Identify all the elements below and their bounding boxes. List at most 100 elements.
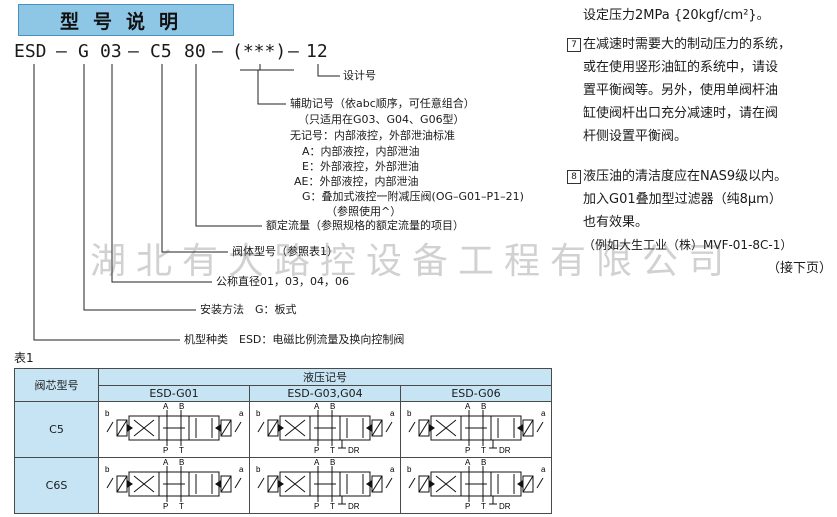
port-label-B: B [481,402,486,411]
port-label-T: T [330,502,335,510]
page-title: 型号说明 [18,4,234,36]
port-label-P: P [314,446,319,454]
port-label-T: T [179,446,184,454]
port-label-T: T [481,502,486,510]
port-label-B: B [179,458,184,467]
note-8-line: （例如大生工业（株）MVF-01-8C-1） [583,238,793,252]
port-label-a: a [390,465,395,474]
label-aux-title: 辅助记号（依abc顺序，可任意组合） [290,97,475,110]
table-row-header: C6S [14,457,99,514]
port-label-B: B [330,458,335,467]
table-col-header: ESD-G03,G04 [249,385,401,402]
port-label-DR: DR [348,446,360,454]
port-label-a: a [390,409,395,418]
note-7-line: 或在使用竖形油缸的系统中，请设 [583,60,779,75]
port-label-a: a [239,409,244,418]
label-aux-e: E：外部液控，外部泄油 [302,160,419,173]
label-aux-a: A：内部液控，内部泄油 [302,145,420,158]
label-aux-none: 无记号：内部液控，外部泄油标准 [290,129,455,142]
port-label-b: b [256,409,261,418]
note-7-line: 在减速时需要大的制动压力的系统， [583,37,792,52]
valve-symbol: b a A B P T [105,402,244,455]
port-label-P: P [163,446,168,454]
valve-symbol-cell: b a A B P T DR [400,401,552,458]
code-g: G [78,41,89,62]
table-group-header: 液压记号 [98,368,552,386]
note-8-line: 加入G01叠加型过滤器（纯8μm） [583,192,782,207]
port-label-B: B [179,402,184,411]
label-mounting: 安装方法 G：板式 [200,303,297,316]
table-row: C5 b a A B P T b a A B P T DR b a A B P T DR [14,401,552,458]
table-col-header: ESD-G06 [400,385,552,402]
table-corner-header: 阀芯型号 [14,368,99,402]
port-label-A: A [314,402,320,411]
port-label-P: P [465,502,470,510]
note-8-line: 液压油的清洁度应在NAS9级以内。 [583,169,788,184]
valve-symbol: b a A B P T [105,458,244,511]
label-aux-g-ref: （参照使用^） [326,205,402,218]
label-design-no: 设计号 [343,69,376,82]
port-label-A: A [163,402,169,411]
table-col-header: ESD-G01 [98,385,250,402]
watermark: 湖北有大路控设备工程有限公司 [90,241,735,282]
port-label-DR: DR [499,446,511,454]
code-flow: 80 [184,41,206,62]
port-label-b: b [105,409,110,418]
port-label-a: a [541,409,546,418]
code-aux: (***) [232,41,287,62]
label-aux-g: G：叠加式液控一附减压阀(OG–G01–P1–21) [302,190,524,203]
valve-symbol-cell: b a A B P T [98,457,250,514]
port-label-P: P [163,502,168,510]
port-label-A: A [163,458,169,467]
port-label-T: T [179,502,184,510]
note-7-line: 置平衡阀等。另外，使用单阀杆油 [583,83,779,98]
note-8-number: 8 [567,170,581,184]
note-pressure: 设定压力2MPa {20kgf/cm²}。 [583,8,770,23]
port-label-b: b [407,409,412,418]
port-label-A: A [465,402,471,411]
port-label-a: a [239,465,244,474]
port-label-b: b [407,465,412,474]
code-dash-1: – [56,41,67,62]
code-dash-4: – [288,41,299,62]
note-8-continued: （接下页） [767,261,833,276]
valve-symbol: b a A B P T DR [407,402,546,455]
note-7-line: 缸使阀杆出口充分减速时，请在阀 [583,106,779,121]
port-label-T: T [481,446,486,454]
page-title-text: 型号说明 [59,10,192,33]
label-rated-flow: 额定流量（参照规格的额定流量的项目） [266,219,464,232]
code-dash-3: – [212,41,223,62]
port-label-b: b [105,465,110,474]
label-aux-scope: （只适用在G03、G04、G06型） [298,113,465,126]
code-esd: ESD [14,41,47,62]
code-design: 12 [306,41,328,62]
port-label-T: T [330,446,335,454]
code-tree-lines [33,64,340,341]
port-label-P: P [314,502,319,510]
port-label-B: B [330,402,335,411]
port-label-DR: DR [348,502,360,510]
label-aux-ae: AE：外部液控，内部泄油 [294,175,419,188]
port-label-B: B [481,458,486,467]
label-nominal-size: 公称直径01，03，04，06 [216,275,349,288]
port-label-a: a [541,465,546,474]
note-8-line: 也有效果。 [583,215,649,230]
note-7-line: 杆侧设置平衡阀。 [583,129,688,144]
port-label-P: P [465,446,470,454]
label-spool-type: 阀体型号（参照表1） [232,245,338,258]
label-model-type: 机型种类 ESD：电磁比例流量及换向控制阀 [184,333,405,346]
table-caption: 表1 [14,351,34,365]
note-7-number: 7 [567,38,581,52]
port-label-b: b [256,465,261,474]
table-row-header: C5 [14,401,99,458]
port-label-DR: DR [499,502,511,510]
code-size: 03 [100,41,122,62]
spool-symbol-table: 阀芯型号 液压记号 ESD-G01 ESD-G03,G04 ESD-G06 C5… [14,368,552,514]
